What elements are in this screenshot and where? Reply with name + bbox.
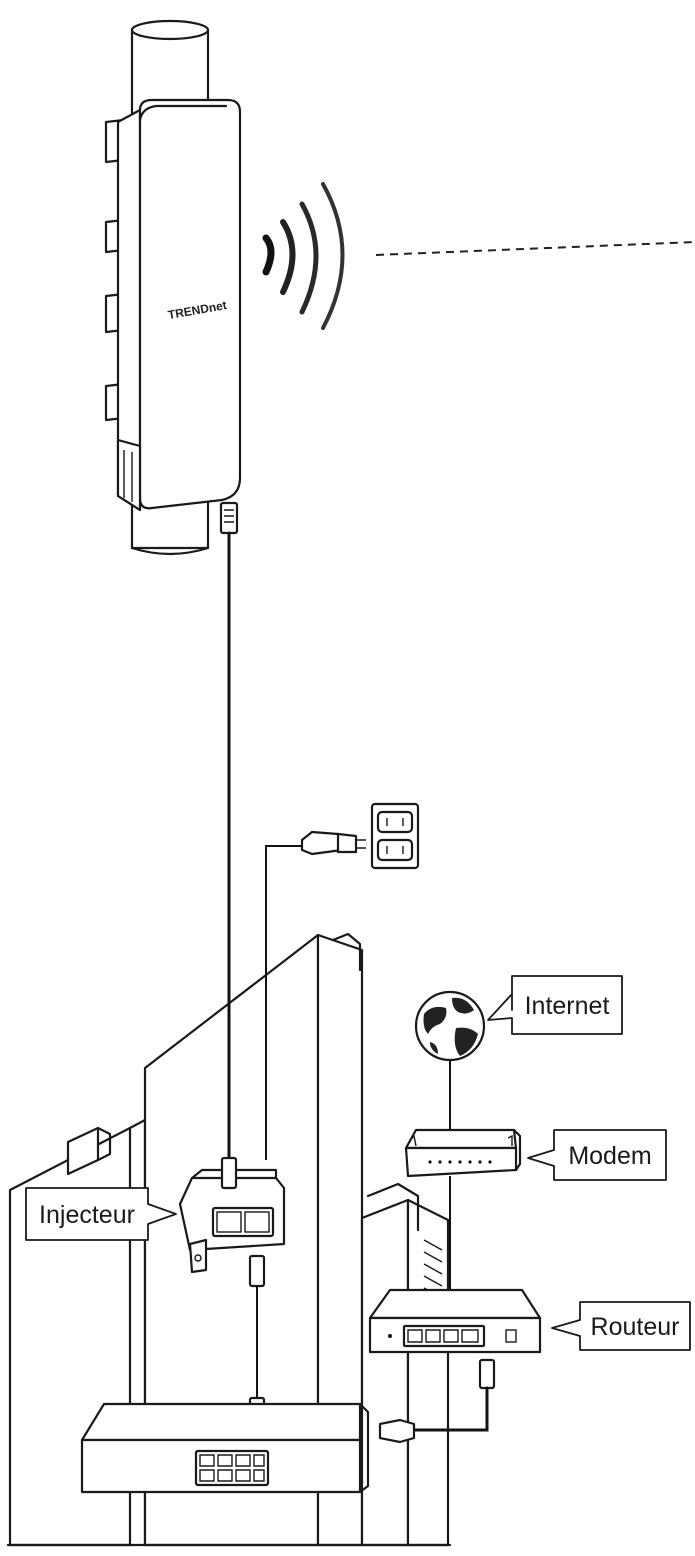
injecteur-label: Injecteur <box>39 1201 135 1229</box>
poe-injector-icon <box>178 1156 286 1274</box>
internet-label: Internet <box>525 992 610 1020</box>
internet-callout: Internet <box>487 975 623 1035</box>
modem-label: Modem <box>568 1142 651 1170</box>
power-outlet-icon <box>370 802 420 870</box>
ethernet-cable-ap <box>219 501 239 1162</box>
router-icon <box>368 1288 542 1444</box>
access-point-icon: TRENDnet <box>104 19 242 556</box>
wireless-signal-icon <box>262 182 695 330</box>
power-plug-icon <box>265 830 366 1160</box>
modem-icon <box>404 1128 522 1290</box>
globe-icon <box>414 990 486 1130</box>
modem-callout: Modem <box>527 1129 667 1181</box>
routeur-callout: Routeur <box>551 1301 691 1351</box>
routeur-label: Routeur <box>591 1313 680 1341</box>
switch-icon <box>80 1402 370 1494</box>
building-icon <box>6 932 452 1547</box>
injecteur-callout: Injecteur <box>25 1187 177 1241</box>
